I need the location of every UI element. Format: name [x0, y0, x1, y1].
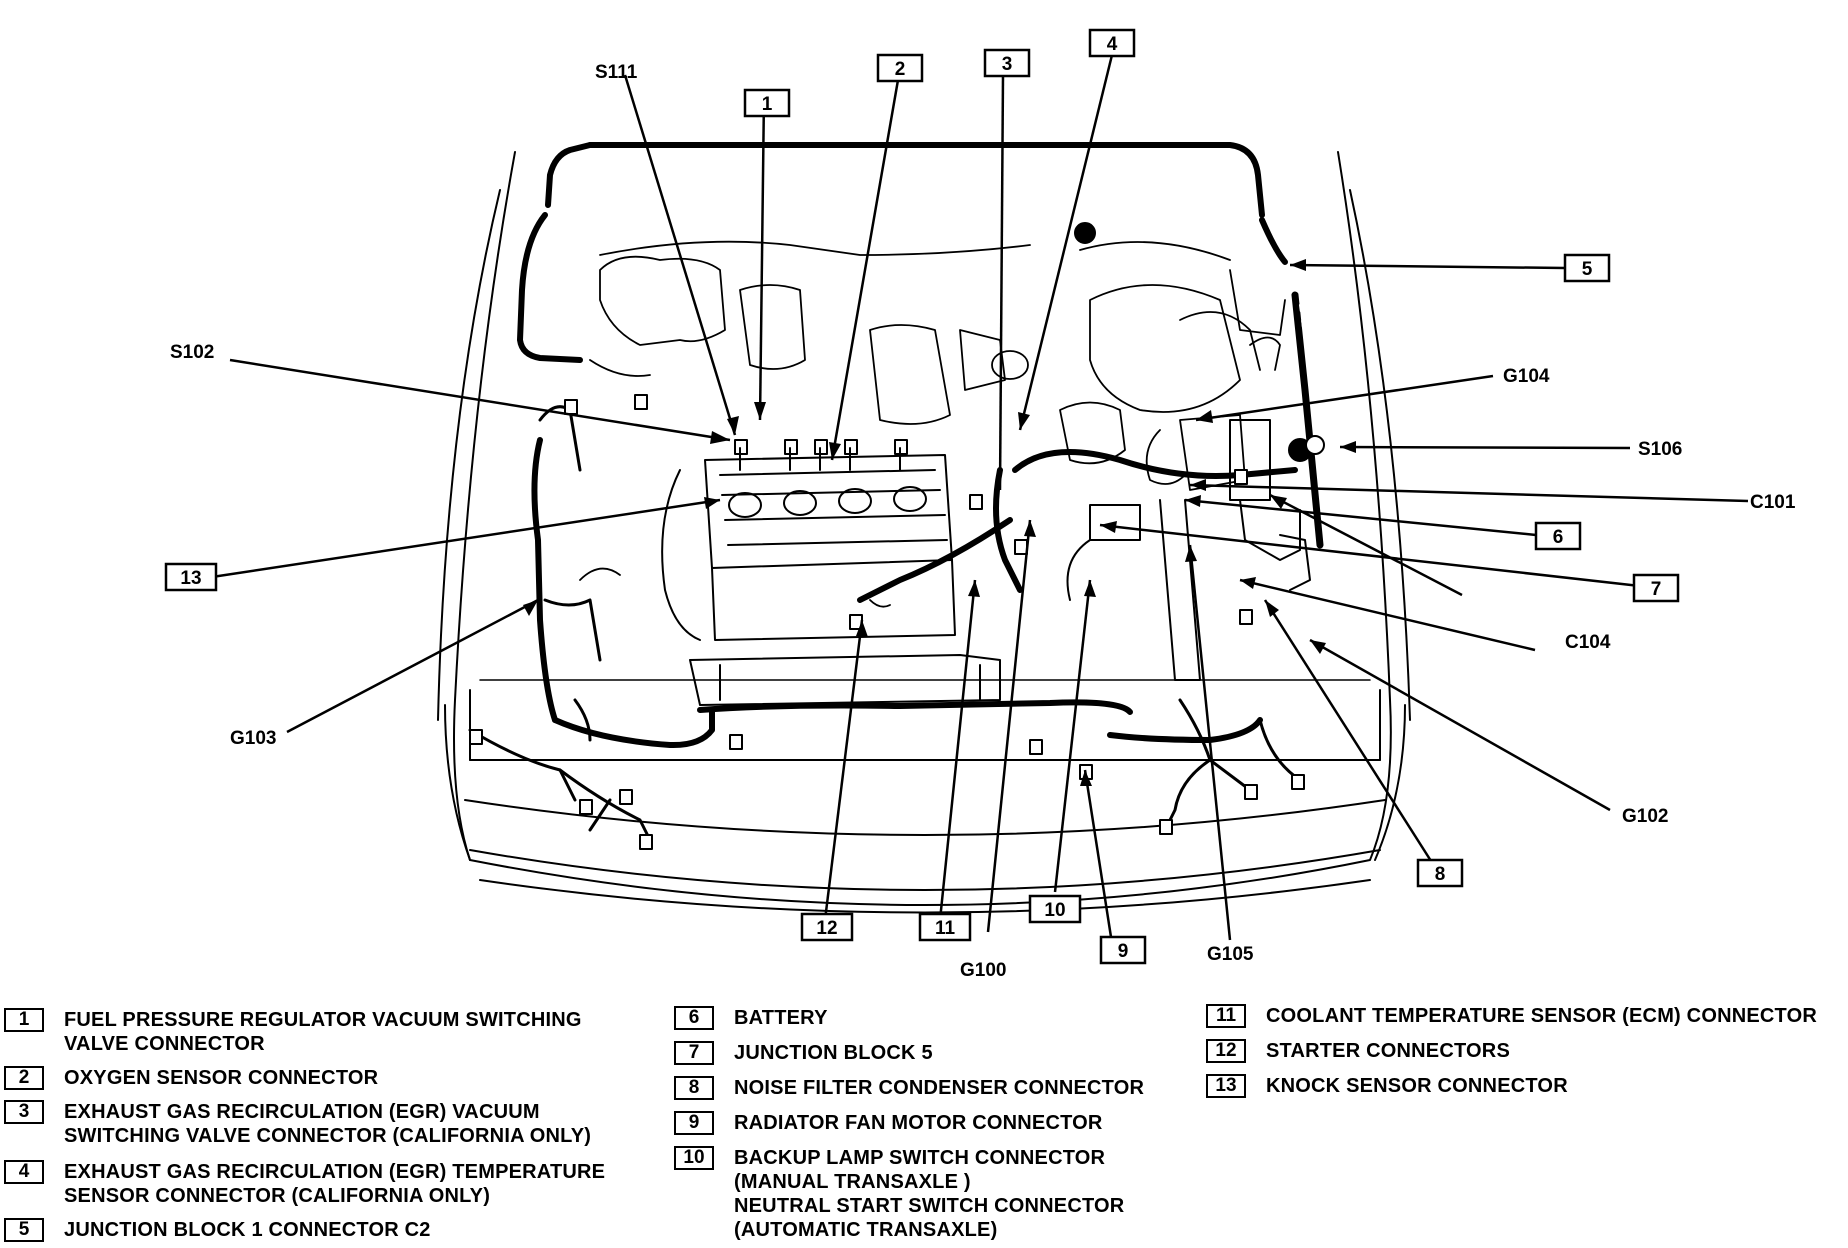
legend-text: COOLANT TEMPERATURE SENSOR (ECM) CONNECT… — [1266, 1005, 1817, 1027]
callout-5: 5 — [1582, 259, 1593, 280]
engine-compartment-diagram: 1 2 3 4 5 6 7 8 9 10 11 12 13 S111 S102 … — [164, 28, 1796, 981]
label-s106: S106 — [1638, 439, 1682, 460]
label-g100: G100 — [960, 960, 1006, 981]
legend-number: 7 — [674, 1041, 714, 1065]
callout-box-10 — [1028, 894, 1082, 924]
arrowheads — [523, 259, 1356, 786]
legend-number: 13 — [1206, 1074, 1246, 1098]
legend-item-3: 3 EXHAUST GAS RECIRCULATION (EGR) VACUUM… — [4, 1100, 591, 1148]
legend: 1 FUEL PRESSURE REGULATOR VACUUM SWITCHI… — [0, 1000, 1848, 1248]
legend-number: 3 — [4, 1100, 44, 1124]
upper-components — [579, 240, 1286, 608]
legend-item-1: 1 FUEL PRESSURE REGULATOR VACUUM SWITCHI… — [4, 1008, 582, 1056]
callout-12: 12 — [816, 918, 837, 939]
callout-13: 13 — [180, 568, 201, 589]
callout-7: 7 — [1651, 579, 1662, 600]
legend-text: BATTERY — [734, 1007, 828, 1029]
legend-text: JUNCTION BLOCK 5 — [734, 1042, 933, 1064]
legend-number: 5 — [4, 1218, 44, 1242]
legend-item-9: 9 RADIATOR FAN MOTOR CONNECTOR — [674, 1111, 1103, 1135]
callout-box-3 — [983, 48, 1031, 78]
legend-text: NOISE FILTER CONDENSER CONNECTOR — [734, 1077, 1145, 1099]
callout-box-11 — [918, 912, 972, 942]
legend-item-6: 6 BATTERY — [674, 1006, 828, 1030]
legend-text: EXHAUST GAS RECIRCULATION (EGR) TEMPERAT… — [64, 1161, 606, 1207]
legend-text: KNOCK SENSOR CONNECTOR — [1266, 1075, 1568, 1097]
legend-item-2: 2 OXYGEN SENSOR CONNECTOR — [4, 1066, 378, 1090]
label-c104: C104 — [1565, 632, 1611, 653]
callout-box-9 — [1099, 935, 1147, 965]
callout-1: 1 — [762, 94, 773, 115]
legend-item-4: 4 EXHAUST GAS RECIRCULATION (EGR) TEMPER… — [4, 1160, 605, 1208]
callout-box-13 — [164, 562, 218, 592]
legend-number: 4 — [4, 1160, 44, 1184]
legend-text: JUNCTION BLOCK 1 CONNECTOR C2 — [64, 1219, 431, 1241]
legend-text: STARTER CONNECTORS — [1266, 1040, 1510, 1062]
leader-lines — [211, 54, 1749, 941]
legend-number: 12 — [1206, 1039, 1246, 1063]
legend-number: 6 — [674, 1006, 714, 1030]
legend-number: 9 — [674, 1111, 714, 1135]
legend-item-7: 7 JUNCTION BLOCK 5 — [674, 1041, 933, 1065]
legend-number: 1 — [4, 1008, 44, 1032]
callout-2: 2 — [895, 59, 906, 80]
legend-text: BACKUP LAMP SWITCH CONNECTOR (MANUAL TRA… — [734, 1147, 1125, 1241]
callout-box-6 — [1534, 521, 1582, 551]
legend-item-10: 10 BACKUP LAMP SWITCH CONNECTOR (MANUAL … — [674, 1146, 1124, 1242]
legend-item-5: 5 JUNCTION BLOCK 1 CONNECTOR C2 — [4, 1218, 431, 1242]
engine-block — [661, 419, 1311, 706]
callout-8: 8 — [1435, 864, 1446, 885]
callout-3: 3 — [1002, 54, 1013, 75]
callout-6: 6 — [1553, 527, 1564, 548]
legend-item-8: 8 NOISE FILTER CONDENSER CONNECTOR — [674, 1076, 1144, 1100]
callout-box-12 — [800, 912, 854, 942]
callout-box-8 — [1416, 858, 1464, 888]
label-g105: G105 — [1207, 944, 1254, 965]
callout-11: 11 — [935, 918, 956, 939]
car-body-outline — [437, 151, 1411, 914]
label-s102: S102 — [170, 342, 214, 363]
label-s111: S111 — [595, 62, 638, 83]
main-wiring-harness — [517, 142, 1324, 749]
legend-item-12: 12 STARTER CONNECTORS — [1206, 1039, 1510, 1063]
legend-text: FUEL PRESSURE REGULATOR VACUUM SWITCHING… — [64, 1009, 582, 1055]
legend-number: 8 — [674, 1076, 714, 1100]
legend-item-11: 11 COOLANT TEMPERATURE SENSOR (ECM) CONN… — [1206, 1004, 1817, 1028]
legend-item-13: 13 KNOCK SENSOR CONNECTOR — [1206, 1074, 1568, 1098]
callout-10: 10 — [1044, 900, 1065, 921]
label-g104: G104 — [1503, 366, 1550, 387]
legend-text: OXYGEN SENSOR CONNECTOR — [64, 1067, 379, 1089]
callout-box-5 — [1563, 253, 1611, 283]
label-g102: G102 — [1622, 806, 1668, 827]
callout-boxes — [164, 28, 1680, 965]
legend-number: 2 — [4, 1066, 44, 1090]
label-g103: G103 — [230, 728, 276, 749]
callout-box-1 — [743, 88, 791, 118]
callout-box-4 — [1088, 28, 1136, 58]
legend-number: 10 — [674, 1146, 714, 1170]
legend-text: RADIATOR FAN MOTOR CONNECTOR — [734, 1112, 1103, 1134]
callout-4: 4 — [1107, 34, 1118, 55]
callout-box-7 — [1632, 573, 1680, 603]
callout-9: 9 — [1118, 941, 1129, 962]
legend-text: EXHAUST GAS RECIRCULATION (EGR) VACUUM S… — [64, 1101, 592, 1147]
callout-box-2 — [876, 53, 924, 83]
legend-number: 11 — [1206, 1004, 1246, 1028]
label-c101: C101 — [1750, 492, 1796, 513]
